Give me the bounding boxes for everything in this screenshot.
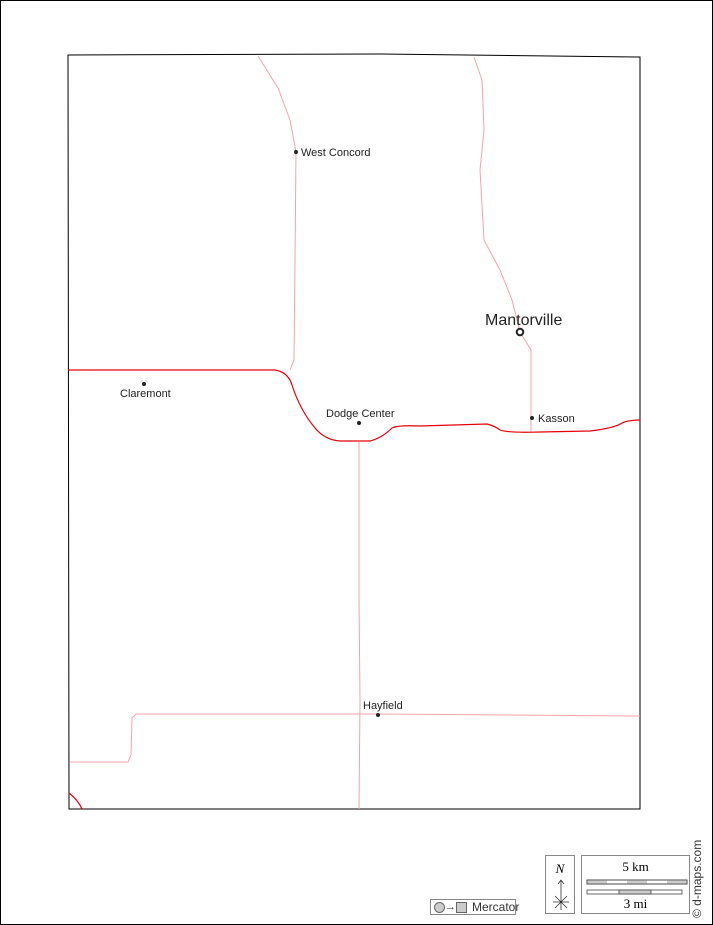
scale-mi-label: 3 mi [623,896,648,911]
road-mantorville [473,56,532,432]
road-dodge-center-south [358,442,361,810]
projection-label: Mercator [472,900,520,914]
svg-text:West Concord: West Concord [301,147,371,159]
place-west-concord[interactable]: West Concord [294,147,371,159]
road-west-concord [257,55,297,371]
svg-text:Claremont: Claremont [120,388,171,400]
svg-text:Kasson: Kasson [538,413,575,425]
projection-legend: → Mercator [430,899,520,915]
highway-us14 [68,369,641,442]
road-hayfield [70,713,641,763]
north-label: N [555,861,565,876]
scale-bars [586,879,688,895]
svg-text:Dodge Center: Dodge Center [326,408,395,420]
north-arrow: N [545,855,575,914]
svg-text:Hayfield: Hayfield [363,700,403,712]
scale-bar: 5 km 3 mi [581,855,690,914]
place-mantorville[interactable]: Mantorville [485,312,562,337]
place-dodge-center[interactable]: Dodge Center [326,408,395,425]
place-hayfield[interactable]: Hayfield [363,700,403,717]
globe-to-plane-icon: → [434,901,467,913]
county-boundary [67,53,641,810]
credit[interactable]: © d-maps.com [690,839,704,918]
compass-icon [553,879,569,910]
place-kasson[interactable]: Kasson [530,413,575,425]
highway-corner [68,792,83,810]
place-claremont[interactable]: Claremont [120,382,171,400]
scale-km-label: 5 km [622,859,649,874]
svg-text:Mantorville: Mantorville [485,312,562,329]
